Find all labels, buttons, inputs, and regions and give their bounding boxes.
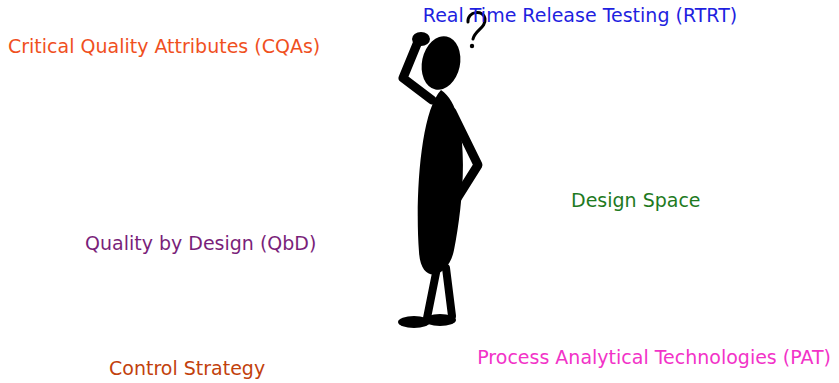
term-label: Process Analytical Technologies (PAT) [477, 346, 831, 369]
figure-foot [424, 314, 456, 326]
figure-arm [452, 112, 478, 200]
figure-hand [412, 32, 430, 46]
figure-arm [403, 44, 432, 100]
term-label: Quality by Design (QbD) [85, 232, 316, 255]
figure-leg [446, 268, 452, 316]
term-label: Real Time Release Testing (RTRT) [423, 4, 737, 27]
term-label: Critical Quality Attributes (CQAs) [8, 35, 320, 58]
term-label: Control Strategy [109, 357, 265, 380]
question-dot [470, 44, 474, 48]
term-label: Design Space [571, 189, 701, 212]
figure-leg [427, 268, 437, 318]
